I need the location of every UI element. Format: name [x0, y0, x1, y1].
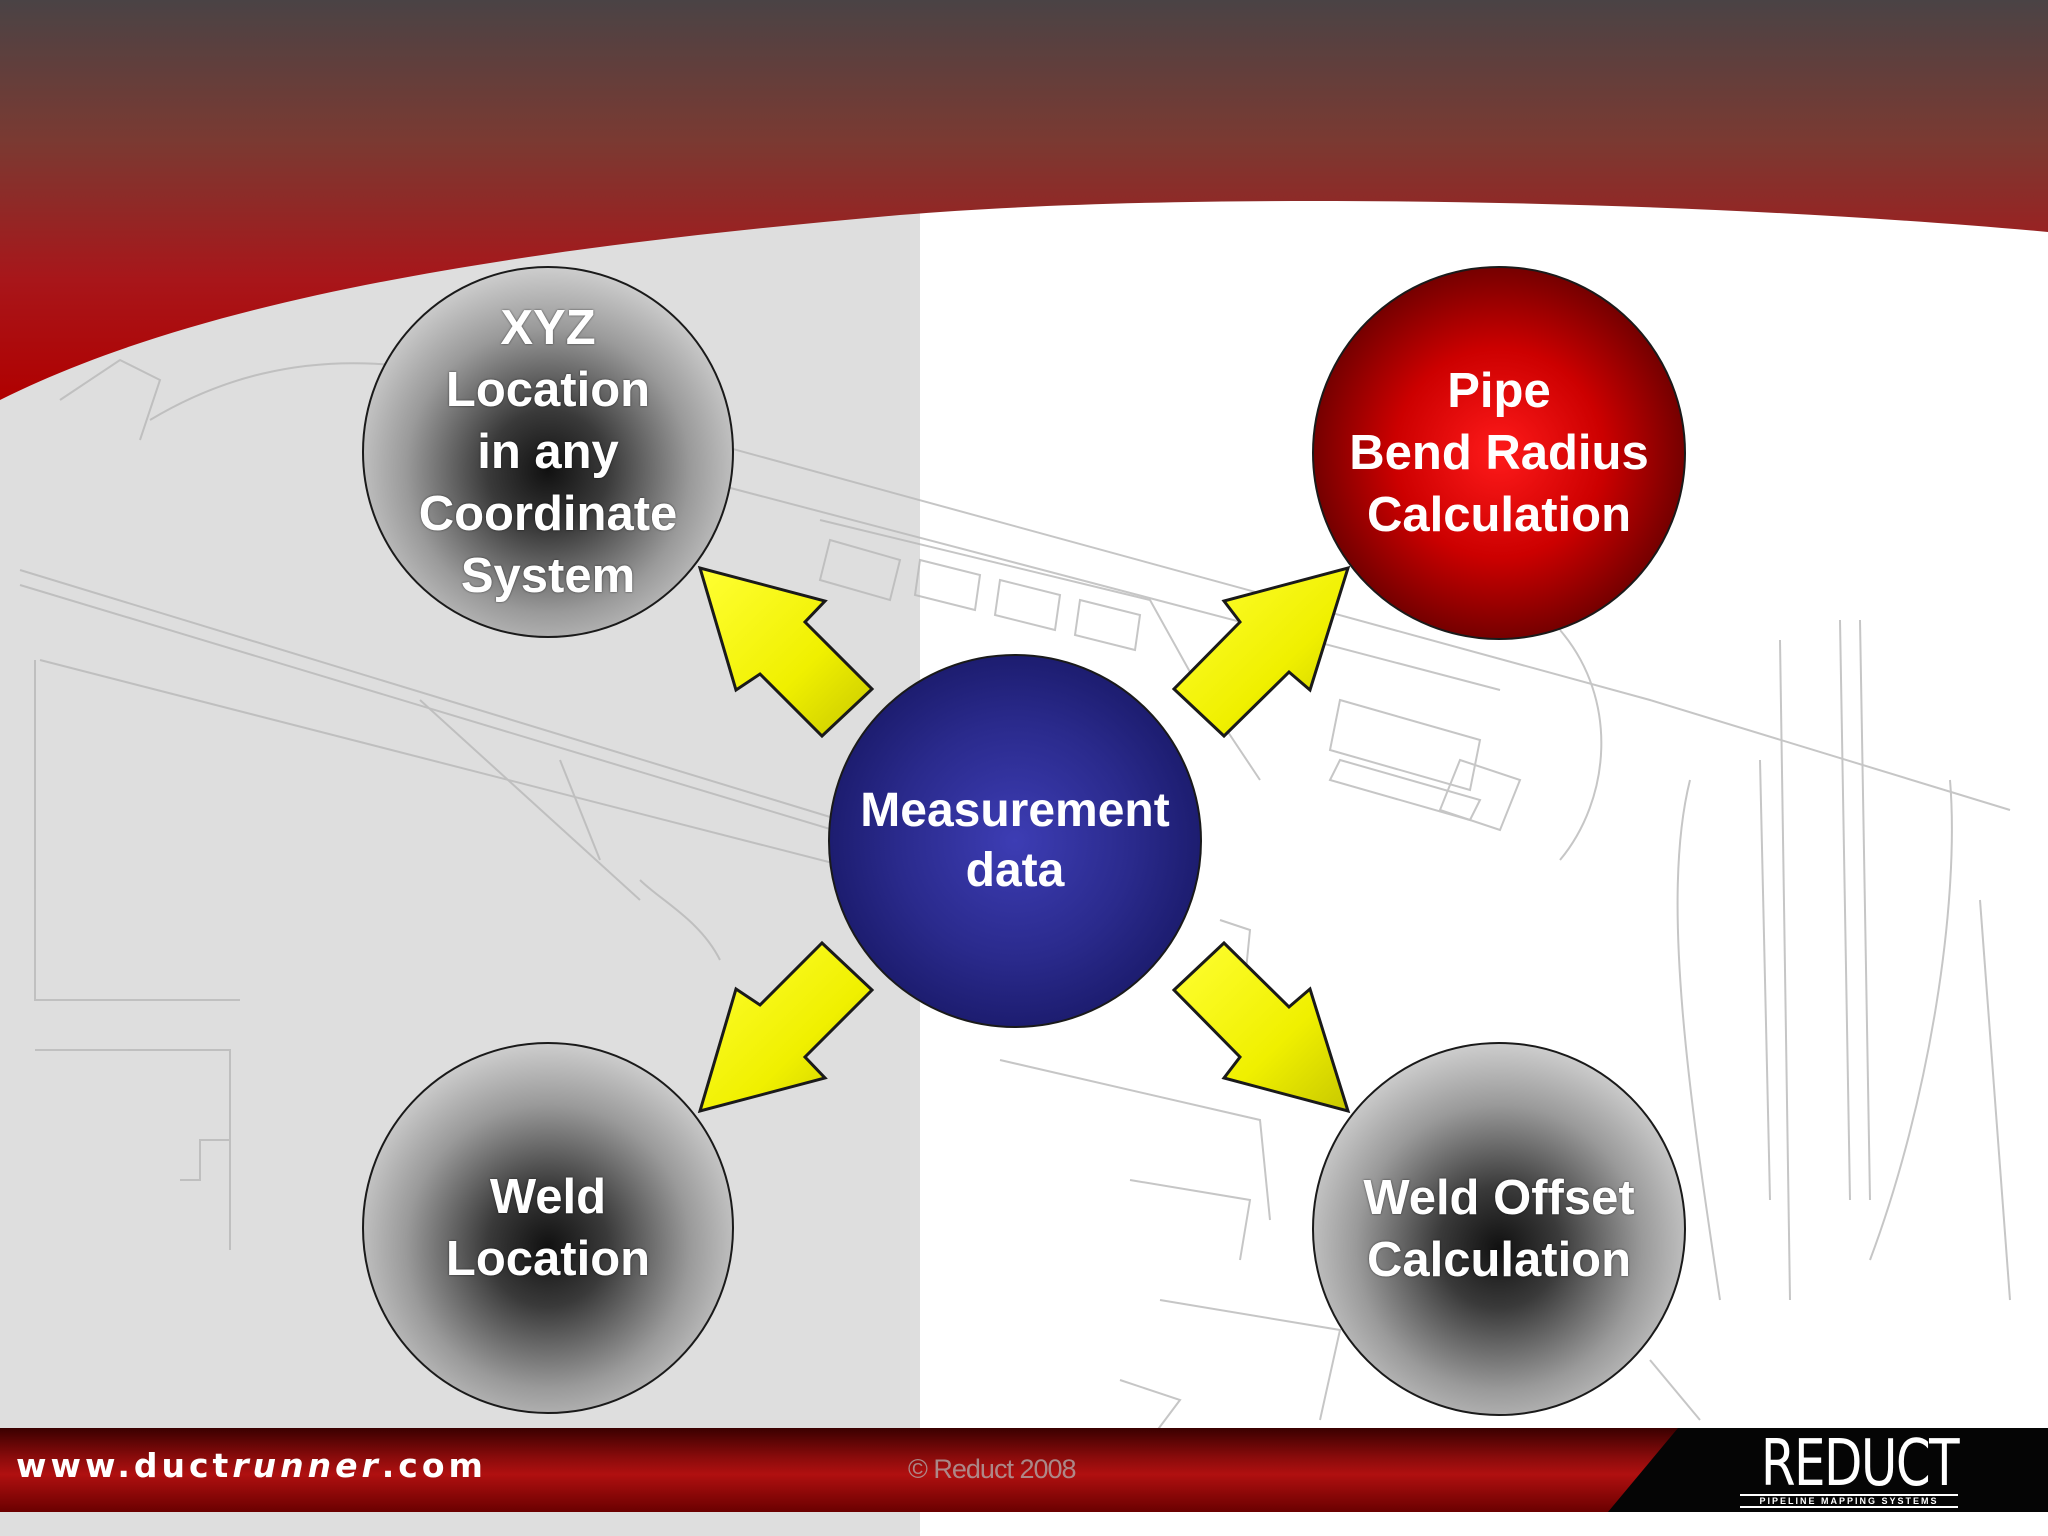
- logo-word: REDUCT: [1760, 1427, 1960, 1501]
- node-xyz-location: XYZ Location in any Coordinate System: [362, 266, 734, 638]
- logo-tagline: PIPELINE MAPPING SYSTEMS: [1740, 1494, 1958, 1508]
- node-weld-label: Weld Location: [445, 1170, 651, 1286]
- arrow-to-pipe: [1171, 565, 1351, 739]
- arrow-to-xyz: [697, 565, 875, 739]
- footer-url-brand: runner: [232, 1446, 382, 1485]
- node-pipe-label: Pipe Bend Radius Calculation: [1349, 364, 1649, 542]
- node-weld-offset: Weld Offset Calculation: [1312, 1042, 1686, 1416]
- node-measurement-data: Measurement data: [828, 654, 1202, 1028]
- arrow-to-offset: [1171, 940, 1351, 1114]
- bottom-strip: [0, 1512, 2048, 1536]
- footer-url-suffix: .com: [381, 1446, 487, 1485]
- node-weld-location: Weld Location: [362, 1042, 734, 1414]
- footer-url-prefix: www.duct: [16, 1446, 233, 1485]
- arrow-to-weld: [697, 940, 875, 1114]
- node-center-label: Measurement data: [860, 784, 1170, 897]
- footer-logo-panel: [1608, 1428, 2048, 1512]
- node-offset-label: Weld Offset Calculation: [1363, 1171, 1635, 1287]
- footer-copyright: © Reduct 2008: [908, 1454, 1077, 1484]
- node-xyz-label: XYZ Location in any Coordinate System: [418, 301, 678, 603]
- bottom-strip-left: [0, 1512, 920, 1536]
- header-band: [0, 0, 2048, 400]
- node-pipe-bend-radius: Pipe Bend Radius Calculation: [1312, 266, 1686, 640]
- footer-website-link[interactable]: www.ductrunner.com: [16, 1446, 487, 1485]
- reduct-logo: REDUCT PIPELINE MAPPING SYSTEMS: [1736, 1427, 1962, 1508]
- footer: www.ductrunner.com © Reduct 2008 REDUCT …: [0, 1428, 2048, 1512]
